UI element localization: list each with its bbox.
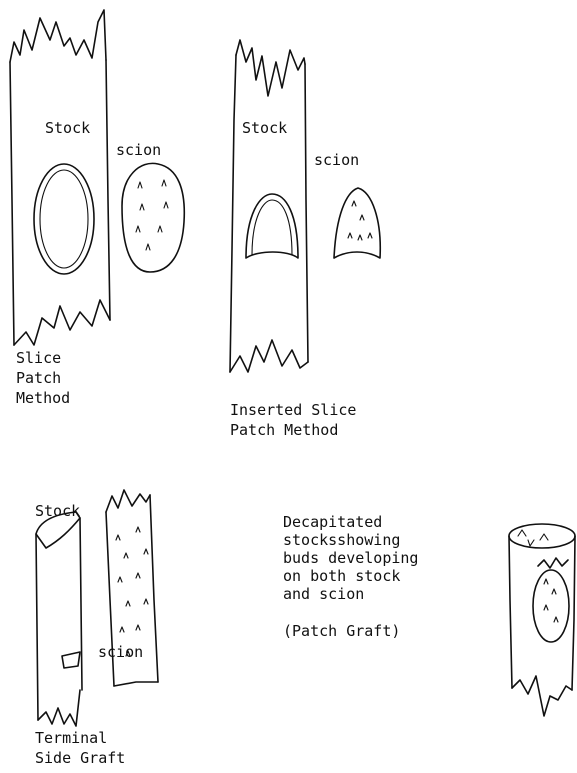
inserted-slice-stock (230, 40, 308, 372)
slice-patch-caption-line2: Patch (16, 370, 61, 387)
decapitated-stock (509, 524, 575, 716)
slice-patch-stock-label: Stock (45, 120, 90, 137)
inserted-slice-scion-label: scion (314, 152, 359, 169)
decapitated-text-line4: on both stock (283, 568, 400, 585)
terminal-side-stock (36, 512, 82, 726)
inserted-slice-caption-line1: Inserted Slice (230, 402, 356, 419)
inserted-slice-stock-label: Stock (242, 120, 287, 137)
decapitated-text-line1: Decapitated (283, 514, 382, 531)
terminal-side-scion-label: scion (98, 644, 143, 661)
inserted-slice-scion (334, 188, 380, 258)
slice-patch-cut (34, 164, 94, 274)
slice-patch-stock (10, 10, 110, 345)
decapitated-patch (533, 558, 569, 642)
decapitated-text-line3: buds developing (283, 550, 418, 567)
terminal-side-stock-label: Stock (35, 503, 80, 520)
slice-patch-caption-line1: Slice (16, 350, 61, 367)
decapitated-text-line5: and scion (283, 586, 364, 603)
inserted-slice-caption-line2: Patch Method (230, 422, 338, 439)
decapitated-text-line2: stocksshowing (283, 532, 400, 549)
terminal-side-caption-line1: Terminal (35, 730, 107, 747)
slice-patch-scion (122, 163, 184, 272)
slice-patch-caption-line3: Method (16, 390, 70, 407)
terminal-side-caption-line2: Side Graft (35, 750, 125, 767)
inserted-slice-cut (246, 194, 298, 258)
slice-patch-scion-label: scion (116, 142, 161, 159)
patch-graft-caption: (Patch Graft) (283, 623, 400, 640)
